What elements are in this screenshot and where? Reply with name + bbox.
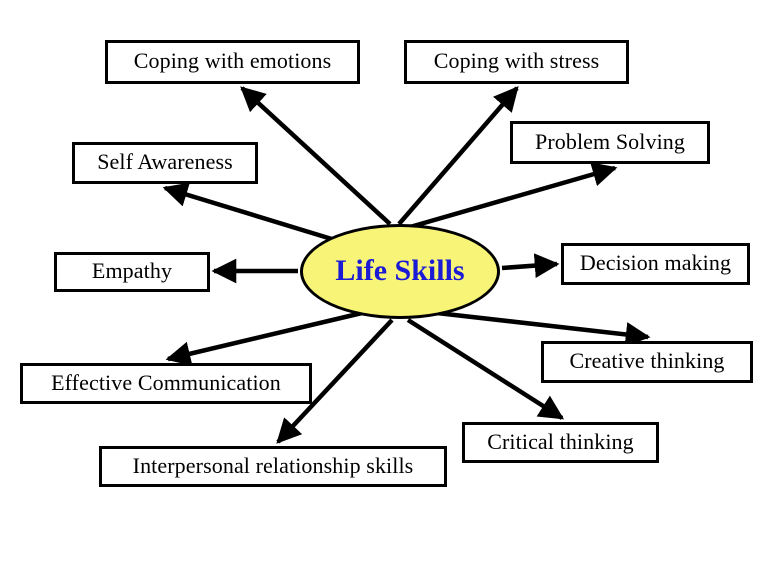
node-label: Decision making — [579, 250, 732, 275]
connector-to-critical-thinking — [406, 318, 565, 420]
connector-to-creative-thinking — [436, 310, 651, 347]
connector-to-problem-solving — [409, 162, 618, 230]
node-decision-making[interactable]: Decision making — [561, 243, 750, 285]
node-label: Problem Solving — [534, 128, 685, 154]
connector-to-decision-making — [501, 253, 560, 278]
connector-to-coping-with-stress — [397, 86, 519, 226]
node-label: Interpersonal relationship skills — [132, 452, 414, 478]
node-problem-solving[interactable]: Problem Solving — [510, 121, 710, 164]
node-label: Coping with stress — [433, 48, 600, 73]
node-interpersonal-relationship-skills[interactable]: Interpersonal relationship skills — [99, 446, 447, 487]
node-self-awareness[interactable]: Self Awareness — [72, 142, 258, 184]
node-critical-thinking[interactable]: Critical thinking — [462, 422, 659, 463]
node-coping-with-stress[interactable]: Coping with stress — [404, 40, 629, 84]
center-node-life-skills[interactable]: Life Skills — [300, 224, 500, 319]
node-label: Coping with emotions — [133, 48, 332, 73]
node-label: Effective Communication — [51, 369, 281, 395]
node-effective-communication[interactable]: Effective Communication — [20, 363, 312, 404]
node-label: Self Awareness — [97, 149, 233, 174]
node-creative-thinking[interactable]: Creative thinking — [541, 341, 753, 383]
connector-to-coping-with-emotions — [240, 86, 392, 226]
connector-to-self-awareness — [162, 182, 336, 243]
node-label: Critical thinking — [487, 428, 634, 454]
node-coping-with-emotions[interactable]: Coping with emotions — [105, 40, 360, 84]
connector-to-effective-communication — [165, 310, 363, 366]
node-label: Creative thinking — [569, 348, 725, 373]
node-label: Empathy — [91, 258, 173, 283]
center-node-label: Life Skills — [335, 253, 465, 287]
node-empathy[interactable]: Empathy — [54, 252, 210, 292]
